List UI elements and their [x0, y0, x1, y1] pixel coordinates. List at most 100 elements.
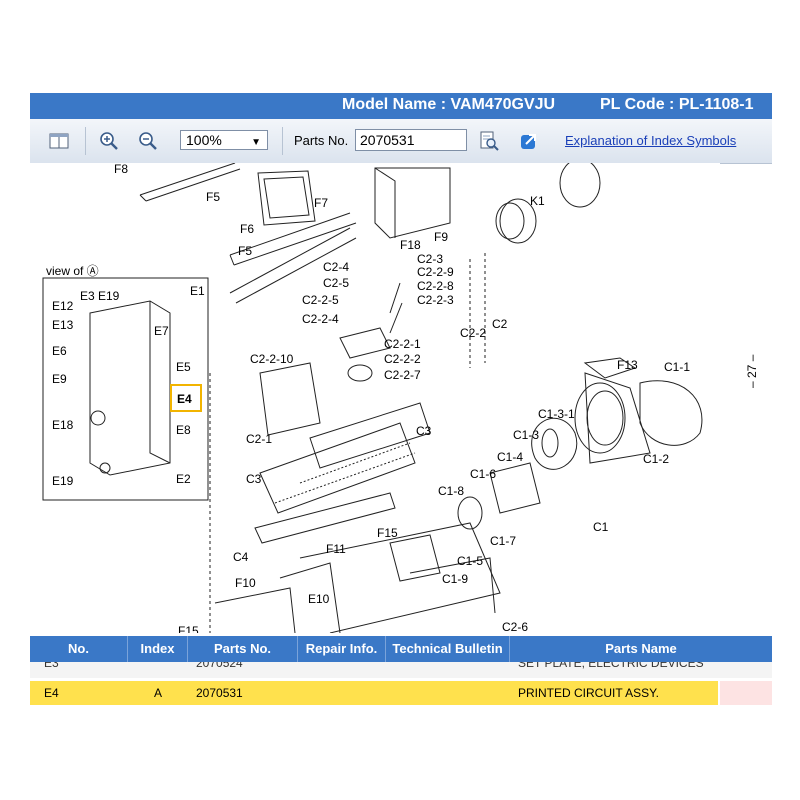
parts-diagram[interactable]: view of Ⓐ E1 E12 E3 E19 E13 E6 E7 E9 E5 … — [30, 163, 720, 633]
cell-parts-no: 2070531 — [196, 686, 243, 700]
toolbar: 100% ▼ Parts No. 2070531 Explanation of … — [30, 119, 772, 164]
split-view-icon — [49, 133, 69, 149]
pl-code: PL Code : PL-1108-1 — [600, 96, 754, 113]
svg-text:F9: F9 — [434, 230, 448, 244]
parts-table-header: No. Index Parts No. Repair Info. Technic… — [30, 636, 772, 662]
explanation-of-index-symbols-link[interactable]: Explanation of Index Symbols — [565, 133, 737, 148]
main-labels: F8 F5 F7 F6 F9 K1 F18 F5 C2-4 C2-3 C2-2-… — [114, 163, 690, 633]
svg-text:F5: F5 — [238, 244, 252, 258]
svg-text:C1-9: C1-9 — [442, 572, 468, 586]
svg-text:C2-2-7: C2-2-7 — [384, 368, 421, 382]
col-index[interactable]: Index — [128, 636, 188, 662]
col-technical-bulletin[interactable]: Technical Bulletin — [386, 636, 510, 662]
svg-text:E10: E10 — [308, 592, 330, 606]
svg-text:E19: E19 — [52, 474, 74, 488]
svg-text:E13: E13 — [52, 318, 74, 332]
model-name: Model Name : VAM470GVJU — [342, 96, 556, 113]
svg-text:C2: C2 — [492, 317, 508, 331]
svg-text:C3: C3 — [416, 424, 432, 438]
svg-text:C1-5: C1-5 — [457, 554, 483, 568]
svg-text:C2-2-4: C2-2-4 — [302, 312, 339, 326]
table-row-selected[interactable]: E4 A 2070531 PRINTED CIRCUIT ASSY. — [30, 681, 718, 705]
svg-text:C2-2-1: C2-2-1 — [384, 337, 421, 351]
svg-text:C1-3-1: C1-3-1 — [538, 407, 575, 421]
parts-no-input[interactable]: 2070531 — [355, 129, 467, 151]
svg-text:C2-4: C2-4 — [323, 260, 349, 274]
col-parts-no[interactable]: Parts No. — [188, 636, 298, 662]
svg-text:E3: E3 — [80, 289, 95, 303]
svg-text:F7: F7 — [314, 196, 328, 210]
svg-text:F6: F6 — [240, 222, 254, 236]
svg-text:C1-6: C1-6 — [470, 467, 496, 481]
row-status-cell — [720, 681, 772, 705]
chevron-down-icon: ▼ — [251, 137, 261, 148]
col-parts-name[interactable]: Parts Name — [605, 641, 677, 656]
svg-text:C3: C3 — [246, 472, 262, 486]
table-row[interactable]: E3 2070524 SET PLATE, ELECTRIC DEVICES — [30, 662, 772, 678]
parts-search-button[interactable] — [478, 130, 500, 152]
layout-toggle-button[interactable] — [48, 130, 70, 152]
title-bar: Model Name : VAM470GVJU PL Code : PL-110… — [30, 93, 772, 119]
exploded-view-drawing: view of Ⓐ E1 E12 E3 E19 E13 E6 E7 E9 E5 … — [42, 163, 703, 633]
svg-text:C2-6: C2-6 — [502, 620, 528, 633]
svg-text:C2-2-5: C2-2-5 — [302, 293, 339, 307]
svg-text:E19: E19 — [98, 289, 120, 303]
zoom-select[interactable]: 100% ▼ — [180, 130, 268, 150]
svg-text:C1: C1 — [593, 520, 609, 534]
svg-text:F8: F8 — [114, 163, 128, 176]
inset-labels: E1 E12 E3 E19 E13 E6 E7 E9 E5 E4 E18 E8 … — [52, 284, 205, 488]
col-repair-info[interactable]: Repair Info. — [298, 636, 386, 662]
svg-text:C1-7: C1-7 — [490, 534, 516, 548]
page-number: – 27 – — [745, 354, 759, 388]
svg-text:E18: E18 — [52, 418, 74, 432]
cell-parts-name: PRINTED CIRCUIT ASSY. — [518, 686, 659, 700]
svg-text:E1: E1 — [190, 284, 205, 298]
zoom-in-button[interactable] — [98, 130, 120, 152]
svg-text:C1-1: C1-1 — [664, 360, 690, 374]
svg-text:E12: E12 — [52, 299, 74, 313]
open-external-button[interactable] — [518, 130, 540, 152]
svg-text:F18: F18 — [400, 238, 421, 252]
zoom-out-button[interactable] — [137, 130, 159, 152]
parts-no-label: Parts No. — [294, 133, 349, 148]
svg-text:C1-3: C1-3 — [513, 428, 539, 442]
svg-text:F13: F13 — [617, 358, 638, 372]
zoom-out-icon — [139, 132, 157, 150]
svg-text:C1-4: C1-4 — [497, 450, 523, 464]
svg-text:C2-2-10: C2-2-10 — [250, 352, 294, 366]
svg-text:E7: E7 — [154, 324, 169, 338]
svg-text:C4: C4 — [233, 550, 249, 564]
document-search-icon — [480, 131, 499, 151]
svg-text:E5: E5 — [176, 360, 191, 374]
svg-text:C1-2: C1-2 — [643, 452, 669, 466]
svg-text:K1: K1 — [530, 194, 545, 208]
col-no[interactable]: No. — [30, 636, 128, 662]
svg-text:F15: F15 — [178, 624, 199, 633]
zoom-in-icon — [100, 132, 118, 150]
svg-text:C2-1: C2-1 — [246, 432, 272, 446]
svg-text:E2: E2 — [176, 472, 191, 486]
svg-text:C2-2-2: C2-2-2 — [384, 352, 421, 366]
svg-text:E9: E9 — [52, 372, 67, 386]
svg-text:C2-2: C2-2 — [460, 326, 486, 340]
view-of-label: view of Ⓐ — [46, 264, 99, 278]
svg-text:E6: E6 — [52, 344, 67, 358]
cell-parts-name: SET PLATE, ELECTRIC DEVICES — [518, 662, 704, 670]
cell-no: E4 — [44, 686, 59, 700]
svg-text:C2-3: C2-3 — [417, 252, 443, 266]
cell-index: A — [154, 686, 163, 700]
svg-text:E8: E8 — [176, 423, 191, 437]
svg-text:F10: F10 — [235, 576, 256, 590]
zoom-value: 100% — [186, 132, 222, 148]
svg-text:C2-2-9: C2-2-9 — [417, 265, 454, 279]
svg-text:C2-5: C2-5 — [323, 276, 349, 290]
svg-text:F5: F5 — [206, 190, 220, 204]
cell-parts-no: 2070524 — [196, 662, 243, 670]
svg-text:C1-8: C1-8 — [438, 484, 464, 498]
svg-text:C2-2-3: C2-2-3 — [417, 293, 454, 307]
svg-text:F11: F11 — [326, 542, 346, 556]
svg-text:E4: E4 — [177, 392, 192, 406]
svg-text:F15: F15 — [377, 526, 398, 540]
external-link-icon — [521, 134, 536, 149]
svg-text:C2-2-8: C2-2-8 — [417, 279, 454, 293]
